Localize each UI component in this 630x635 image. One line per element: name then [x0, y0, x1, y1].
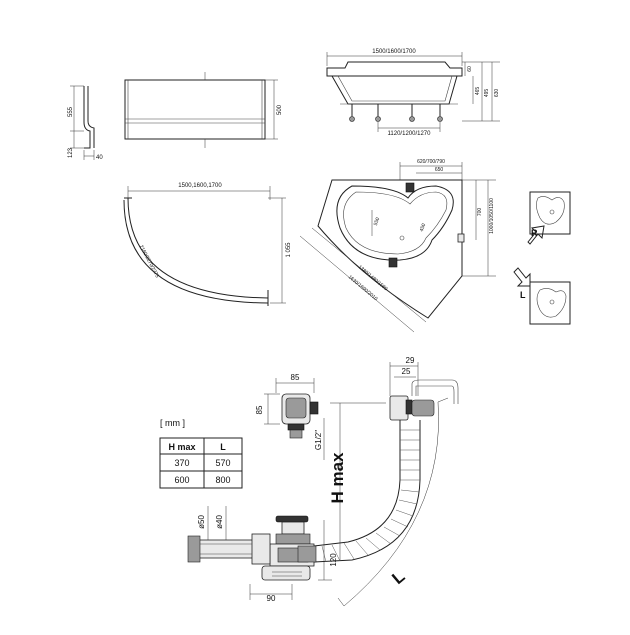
tub-rim: 60	[467, 66, 473, 72]
tub-top-height: 700	[477, 208, 483, 217]
orientation-left: L	[513, 267, 571, 325]
flexible-hose	[313, 420, 421, 563]
dim-29: 29	[406, 356, 415, 365]
table-cell: 370	[174, 458, 189, 468]
table-cell: 570	[215, 458, 230, 468]
table-cell: 800	[215, 475, 230, 485]
panel-height-total: 555	[68, 106, 74, 117]
tub-top-height-total: 1000/1050/1100	[489, 198, 495, 234]
tub-overall: 630	[494, 89, 500, 98]
panel-top-depth: 1 055	[286, 242, 292, 258]
overflow-valve: 85 85	[255, 373, 319, 439]
valve-width: 85	[291, 373, 300, 382]
dim-25: 25	[402, 367, 411, 376]
tub-legs	[349, 104, 443, 122]
panel-top-view: 1500,1600,1700 1 055 2160/2270/2375	[123, 183, 292, 306]
panel-top-width: 1500,1600,1700	[178, 183, 222, 189]
thread-size: G1/2"	[314, 430, 323, 450]
tub-side-view: 1500/1600/1700 1120/1200/1270 60 465 495…	[326, 49, 500, 137]
panel-height-inner: 500	[277, 104, 283, 115]
orientation-right: R	[527, 191, 571, 245]
orientation-left-label: L	[520, 290, 526, 300]
dim-120: 120	[329, 553, 338, 567]
siphon-drawing: 85 85 G1/2" H max 29 25	[187, 356, 459, 607]
table-cell: 600	[174, 475, 189, 485]
table-header-hmax: H max	[168, 442, 195, 452]
tub-height-total: 495	[484, 89, 490, 98]
outlet-pipe	[187, 533, 271, 565]
diameter-40: ø40	[215, 515, 224, 529]
front-panel-drawing: 555 123 40 500	[68, 72, 283, 161]
orientation-right-label: R	[531, 228, 538, 238]
tub-depth: 465	[475, 87, 481, 96]
unit-label: [ mm ]	[160, 418, 185, 428]
arrow-left-icon	[513, 267, 531, 287]
tub-inner-dim-a: 550	[373, 217, 382, 227]
panel-front-view	[124, 72, 278, 148]
tub-base-length: 1120/1200/1270	[388, 131, 432, 137]
panel-profile	[70, 85, 95, 160]
tub-top-width-inner: 650	[435, 167, 444, 173]
drain-assembly	[261, 515, 317, 581]
diameter-50: ø50	[197, 515, 206, 529]
l-label: L	[388, 567, 408, 588]
valve-height: 85	[255, 405, 264, 414]
hmax-table: H max L 370 570 600 800	[159, 437, 243, 489]
panel-arc-length: 2160/2270/2375	[138, 244, 160, 279]
panel-thickness: 40	[96, 155, 103, 161]
tub-top-width: 620/700/790	[417, 159, 445, 165]
tub-inner-dim-b: 450	[419, 223, 428, 233]
h-max-label: H max	[328, 452, 347, 504]
panel-base-height: 123	[68, 147, 74, 158]
tub-side-length: 1500/1600/1700	[372, 49, 416, 55]
dim-90: 90	[267, 594, 276, 603]
tub-top-view: 620/700/790 650 550 450 700 1000/1050/11…	[299, 159, 496, 333]
table-header-l: L	[220, 442, 226, 452]
arrow-right-icon	[527, 225, 545, 245]
